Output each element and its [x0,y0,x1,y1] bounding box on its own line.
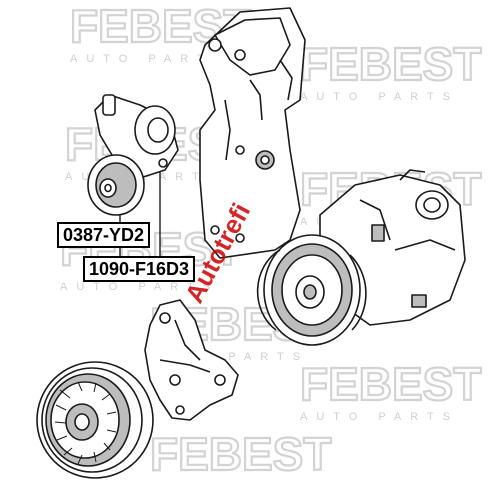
watermark-febest: FEBEST [300,358,481,410]
watermark-tagline: AUTO PARTS [300,411,459,423]
ac-compressor [256,169,466,346]
watermark-febest: FEBEST [300,38,481,90]
watermark-tagline: AUTO PARTS [60,281,219,293]
mounting-bracket [144,299,239,421]
watermark-tagline: AUTO PARTS [300,91,459,103]
ribbed-pulley [36,361,154,479]
engine-bracket [199,7,306,259]
callout-1090-f16d3: 1090-F16D3 [83,256,196,282]
watermark-tagline: AUTO PARTS [70,53,229,65]
tensioner-assembly [87,94,179,216]
callout-0387-yd2: 0387-YD2 [57,222,151,248]
watermark-febest: FEBEST [150,428,331,480]
